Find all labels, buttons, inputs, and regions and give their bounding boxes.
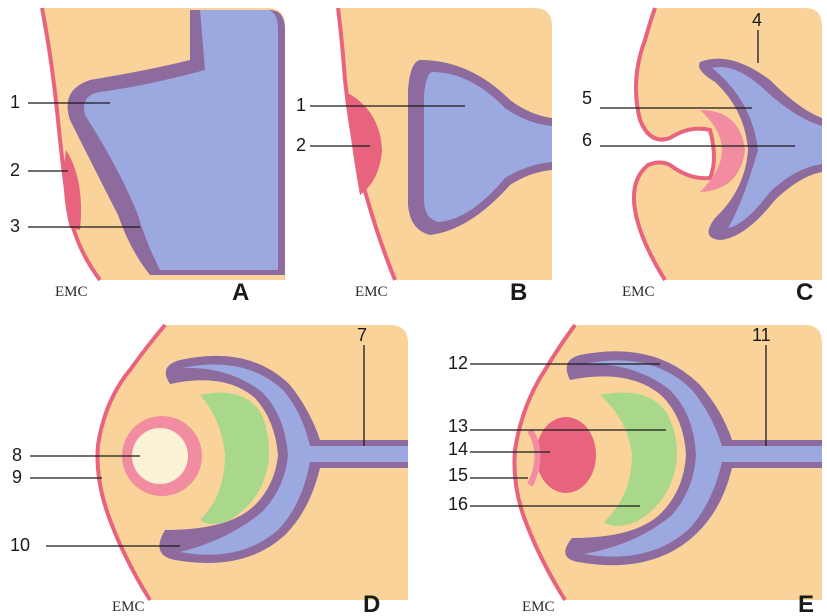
label-13-e: 13 — [448, 416, 468, 436]
label-2-b: 2 — [296, 135, 306, 155]
panel-a: 1 2 3 EMC A — [10, 8, 285, 306]
panel-d: 7 8 9 10 EMC D — [10, 325, 408, 616]
panel-e: 11 12 13 14 15 16 EMC E — [448, 325, 822, 616]
label-5-c: 5 — [582, 88, 592, 108]
label-8-d: 8 — [12, 445, 22, 465]
emc-logo-e: EMC — [522, 599, 555, 615]
label-16-e: 16 — [448, 494, 468, 514]
panel-d-lens-fibers — [132, 428, 188, 484]
label-1-a: 1 — [10, 92, 20, 112]
label-15-e: 15 — [448, 465, 468, 485]
label-14-e: 14 — [448, 439, 468, 459]
label-10-d: 10 — [10, 535, 30, 555]
emc-logo-a: EMC — [55, 284, 88, 300]
panel-letter-e: E — [798, 591, 814, 616]
label-12-e: 12 — [448, 353, 468, 373]
emc-logo-d: EMC — [112, 599, 145, 615]
label-1-b: 1 — [296, 95, 306, 115]
label-2-a: 2 — [10, 160, 20, 180]
emc-logo-c: EMC — [622, 284, 655, 300]
label-4-c: 4 — [752, 10, 762, 30]
panel-letter-b: B — [510, 279, 527, 306]
label-3-a: 3 — [10, 216, 20, 236]
panel-b: 1 2 EMC B — [296, 8, 552, 306]
label-6-c: 6 — [582, 130, 592, 150]
label-9-d: 9 — [12, 467, 22, 487]
label-7-d: 7 — [357, 325, 367, 345]
panel-e-lens — [536, 417, 596, 493]
panel-letter-c: C — [796, 279, 813, 306]
panel-c: 4 5 6 EMC C — [582, 8, 822, 306]
label-11-e: 11 — [752, 325, 771, 345]
emc-logo-b: EMC — [355, 284, 388, 300]
panel-letter-a: A — [232, 279, 249, 306]
panel-letter-d: D — [363, 591, 380, 616]
